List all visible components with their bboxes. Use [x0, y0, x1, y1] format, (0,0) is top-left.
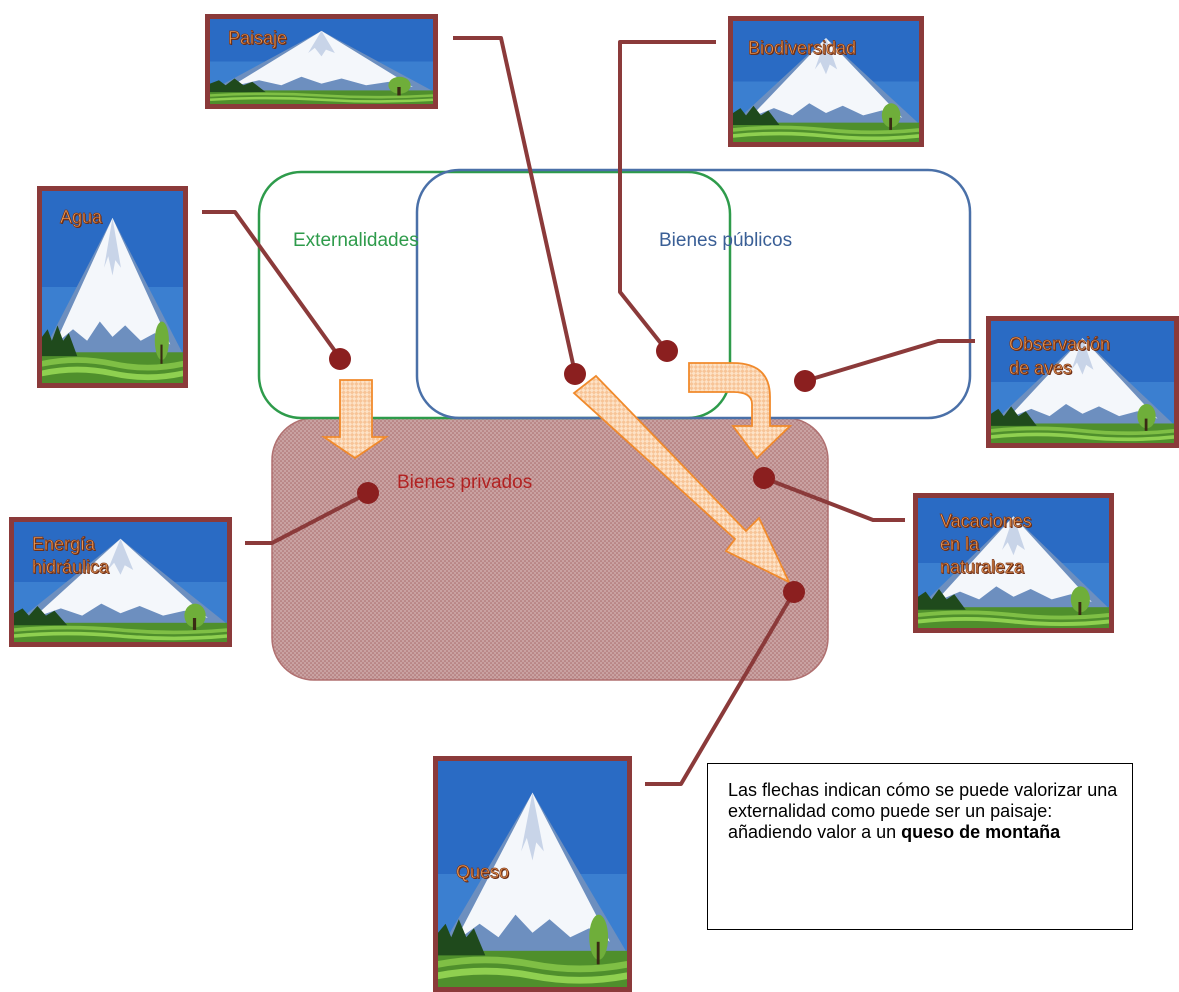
public-goods-label: Bienes públicos: [659, 230, 793, 251]
arrow-paisaje-to-queso: [572, 374, 791, 584]
connector-energia: [245, 491, 369, 545]
connector-biodiversidad: [618, 40, 716, 353]
caption-vacaciones-line2: en la: [940, 534, 980, 555]
connector-agua: [202, 210, 342, 360]
arrow-biodiversidad-to-vacaciones: [688, 362, 793, 460]
arrow-agua-to-private: [321, 379, 389, 460]
caption-queso: Queso: [456, 862, 510, 883]
dot-paisaje: [564, 363, 586, 385]
caption-biodiversidad: Biodiversidad: [748, 38, 857, 59]
dot-biodiversidad: [656, 340, 678, 362]
dot-agua: [329, 348, 351, 370]
note-emphasis: queso de montaña: [901, 822, 1061, 842]
dot-queso: [783, 581, 805, 603]
externalities-region: [257, 170, 732, 420]
public-goods-region: [415, 168, 972, 420]
photo-vacaciones: Vacaciones en la naturaleza: [913, 493, 1114, 633]
private-goods-label: Bienes privados: [397, 472, 533, 493]
caption-energia-line1: Energía: [32, 534, 96, 555]
dot-vacaciones: [753, 467, 775, 489]
caption-agua: Agua: [60, 207, 103, 228]
photo-biodiversidad: Biodiversidad: [728, 16, 924, 147]
photo-energia: Energía hidráulica: [9, 517, 232, 647]
connector-queso: [645, 590, 796, 786]
explanatory-note: Las flechas indican cómo se puede valori…: [707, 763, 1133, 930]
dot-energia: [357, 482, 379, 504]
caption-observacion-line2: de aves: [1009, 358, 1073, 379]
note-text: Las flechas indican cómo se puede valori…: [728, 780, 1118, 842]
caption-vacaciones-line1: Vacaciones: [940, 511, 1032, 532]
photo-paisaje: Paisaje: [205, 14, 438, 109]
connector-paisaje: [453, 36, 577, 374]
caption-energia-line2: hidráulica: [32, 557, 110, 578]
photo-observacion: Observación de aves: [986, 316, 1179, 448]
caption-paisaje: Paisaje: [228, 28, 288, 49]
photo-queso: Queso: [433, 756, 632, 992]
connector-vacaciones: [763, 476, 905, 522]
connector-observacion: [804, 339, 975, 383]
dot-observacion: [794, 370, 816, 392]
caption-vacaciones-line3: naturaleza: [940, 557, 1025, 578]
photo-agua: Agua: [37, 186, 188, 388]
caption-observacion-line1: Observación: [1009, 334, 1111, 355]
externalities-label: Externalidades: [293, 230, 419, 251]
